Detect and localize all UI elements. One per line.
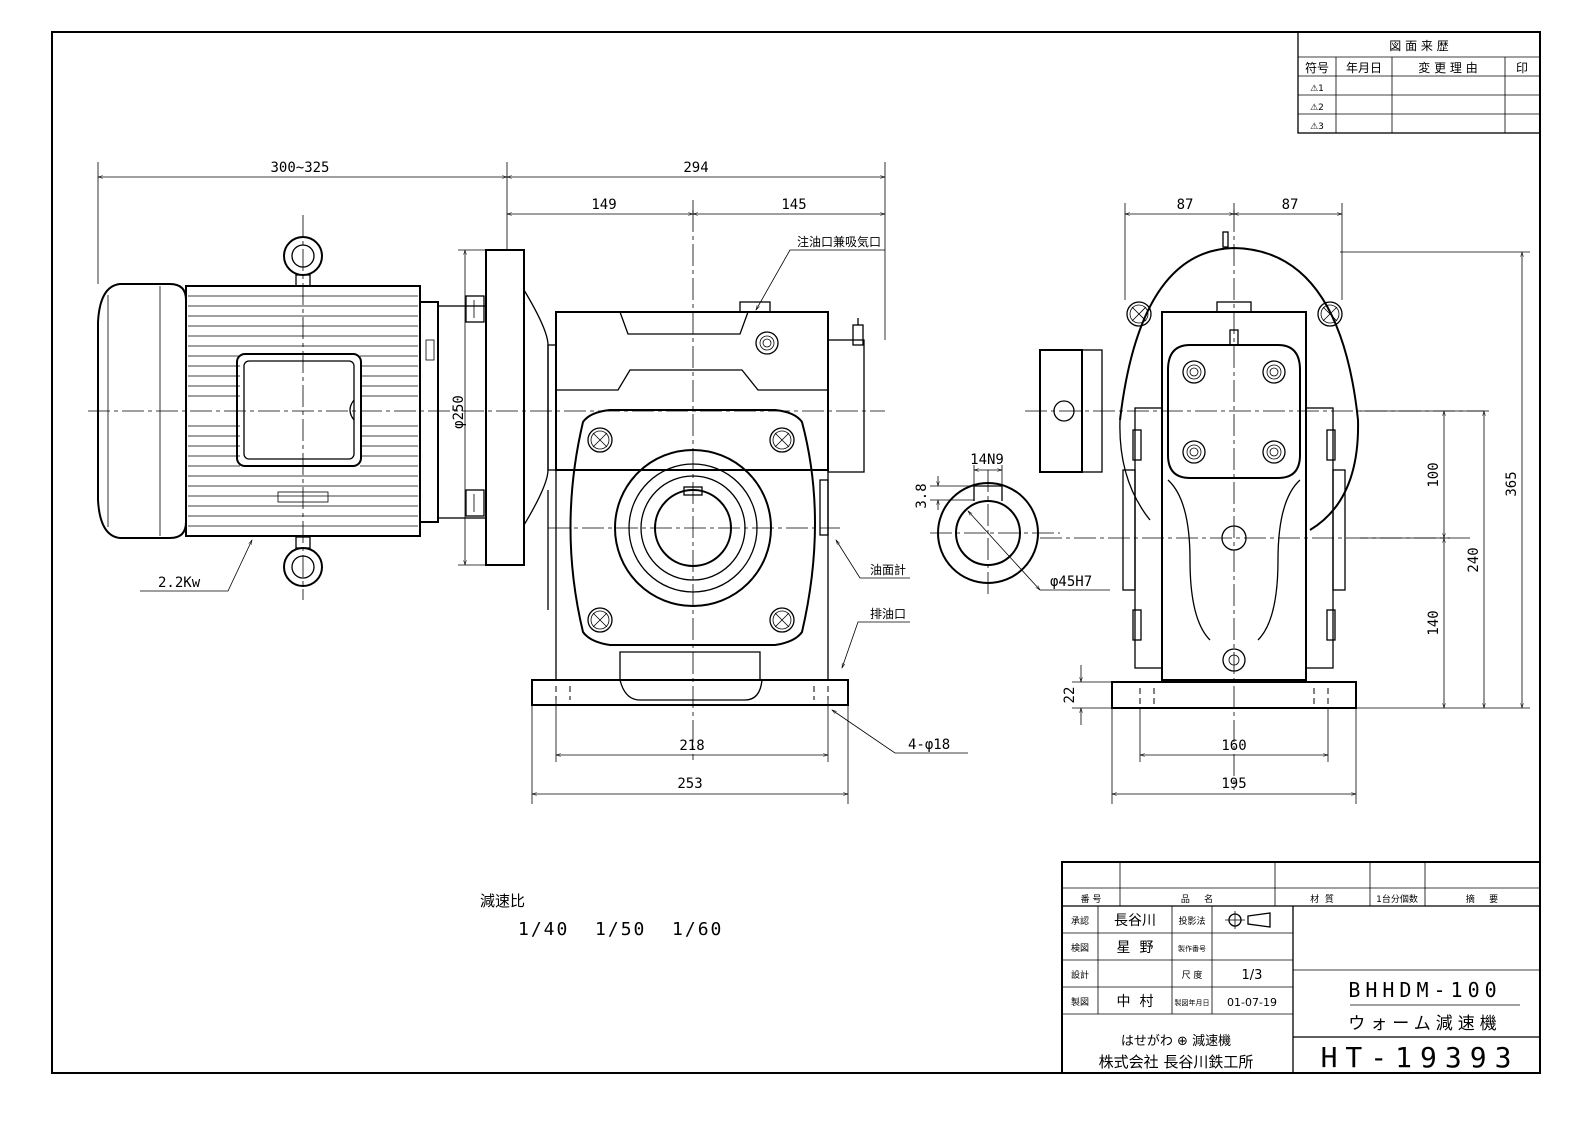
tb-date-value: 01-07-19 (1227, 996, 1277, 1009)
tb-h-remark: 摘 要 (1466, 893, 1498, 905)
tb-design-label: 設計 (1071, 969, 1089, 981)
note-oil-drain: 排油口 (870, 607, 906, 621)
dim-h22: 22 (1062, 687, 1078, 704)
tb-drawing-number: HT-19393 (1321, 1041, 1520, 1074)
revision-table: 図 面 来 歴 符号 年月日 変 更 理 由 印 ⚠1 ⚠2 ⚠3 (1297, 31, 1541, 134)
tb-prod-label: 製作番号 (1178, 944, 1206, 953)
dim-flange-dia: φ250 (451, 395, 467, 429)
shaft-keyway-section (937, 482, 1041, 591)
tb-approve-name: 長谷川 (1114, 913, 1156, 929)
dim-key-width: 14N9 (970, 452, 1004, 468)
tb-model: BHHDM-100 (1348, 978, 1501, 1002)
note-oil-inlet: 注油口兼吸気口 (797, 234, 881, 249)
dim-gear-total: 294 (683, 160, 708, 176)
tb-approve-label: 承認 (1071, 915, 1089, 927)
motor-front-view (97, 236, 487, 587)
tb-check-label: 検図 (1071, 942, 1089, 954)
dim-h365: 365 (1504, 471, 1520, 496)
tb-brand: はせがわ ⊕ 減速機 (1121, 1033, 1231, 1049)
ratio-label: 減速比 (480, 892, 525, 910)
tb-scale-value: 1/3 (1242, 968, 1263, 983)
rev-header-date: 年月日 (1346, 61, 1382, 75)
dim-base-inner: 218 (679, 738, 704, 754)
tb-h-name: 品 名 (1181, 893, 1213, 905)
tb-draw-name: 中 村 (1117, 994, 1154, 1010)
tb-proj-label: 投影法 (1178, 915, 1205, 927)
dim-side-left: 87 (1177, 197, 1194, 213)
tb-h-number: 番 号 (1081, 893, 1102, 905)
front-dimensions: 300~325 294 149 145 φ250 218 253 4-φ18 (97, 160, 968, 804)
gearbox-front-view (465, 249, 865, 706)
dim-right-half: 145 (781, 197, 806, 213)
dim-base-outer: 253 (677, 776, 702, 792)
tb-draw-label: 製図 (1071, 996, 1089, 1008)
dim-side-base-outer: 195 (1221, 776, 1246, 792)
dim-left-half: 149 (591, 197, 616, 213)
dim-motor-length: 300~325 (270, 160, 329, 176)
rev-header-seal: 印 (1516, 61, 1528, 75)
gearbox-side-view (1039, 231, 1360, 709)
tb-check-name: 星 野 (1117, 940, 1154, 956)
rev-header-mark: 符号 (1305, 60, 1329, 75)
title-block: 番 号 品 名 材 質 1台分個数 摘 要 承認 長谷川 検図 星 野 設計 製… (1061, 861, 1541, 1074)
rev-mark-2: ⚠2 (1310, 103, 1324, 113)
dim-side-right: 87 (1282, 197, 1299, 213)
dim-key-depth: 3.8 (914, 483, 930, 508)
rev-mark-1: ⚠1 (1310, 84, 1324, 94)
note-motor-power: 2.2Kw (158, 575, 201, 591)
dim-h240: 240 (1466, 547, 1482, 572)
tb-date-label: 製図年月日 (1175, 998, 1210, 1007)
annotation-leaders: 2.2Kw 注油口兼吸気口 油面計 排油口 (140, 234, 910, 669)
note-oil-gauge: 油面計 (870, 562, 906, 577)
revision-title: 図 面 来 歴 (1389, 39, 1448, 53)
tb-product: ウォーム減速機 (1348, 1014, 1502, 1034)
tb-company: 株式会社 長谷川鉄工所 (1099, 1053, 1254, 1071)
dim-bore: φ45H7 (1050, 574, 1092, 590)
side-dimensions: 87 87 160 195 22 100 140 240 365 (1062, 197, 1530, 804)
dim-h140: 140 (1426, 610, 1442, 635)
keyway-dimensions: 14N9 3.8 φ45H7 (914, 452, 1110, 591)
third-angle-projection-icon (1225, 911, 1271, 929)
dim-side-base-inner: 160 (1221, 738, 1246, 754)
note-bolt-holes: 4-φ18 (908, 737, 950, 753)
rev-header-reason: 変 更 理 由 (1418, 60, 1477, 75)
dim-h100: 100 (1426, 462, 1442, 487)
sheet-border (51, 31, 1541, 1074)
rev-mark-3: ⚠3 (1310, 122, 1324, 132)
tb-h-material: 材 質 (1310, 893, 1334, 905)
ratio-values: 1/40 1/50 1/60 (518, 919, 723, 940)
tb-h-qty: 1台分個数 (1376, 893, 1418, 905)
tb-scale-label: 尺 度 (1182, 969, 1203, 981)
